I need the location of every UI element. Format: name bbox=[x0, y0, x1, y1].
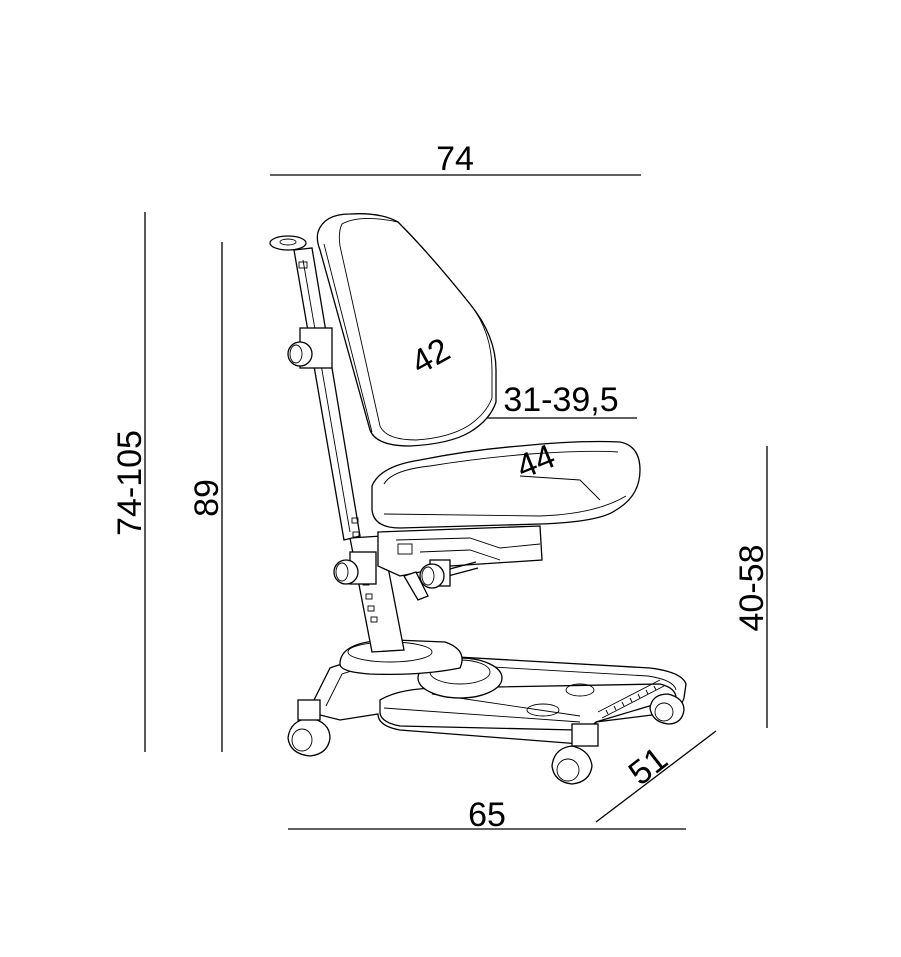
caster-mount-rear bbox=[297, 699, 321, 721]
backrest-shell bbox=[316, 213, 497, 447]
caster-front-left bbox=[551, 745, 593, 785]
back-height-knob-cap bbox=[289, 344, 303, 364]
overall-width-label: 74 bbox=[436, 140, 474, 178]
back-height-knob bbox=[287, 341, 313, 367]
base-ruler-scale bbox=[597, 679, 665, 719]
backrest-cushion bbox=[338, 218, 493, 441]
back-post-inner bbox=[302, 259, 351, 533]
base-length-label: 65 bbox=[468, 796, 506, 834]
seat-height-knob-cap bbox=[335, 562, 349, 582]
seat-depth-knob bbox=[419, 563, 445, 589]
seat-mechanism-detail bbox=[395, 537, 541, 561]
seat-height-label: 40-58 bbox=[733, 545, 771, 632]
seat-mechanism bbox=[377, 525, 543, 577]
height-marks-upper bbox=[351, 517, 360, 538]
caster-front-right bbox=[649, 693, 685, 725]
backrest-height-label: 89 bbox=[188, 479, 226, 517]
seat-lever bbox=[445, 561, 479, 577]
seat-bracket bbox=[403, 571, 429, 601]
seat-cushion-top bbox=[383, 450, 619, 485]
seat-depth-label: 31-39,5 bbox=[503, 381, 618, 419]
seat-fabric-seam bbox=[519, 475, 601, 501]
seat-height-knob bbox=[333, 559, 359, 585]
back-post-top-hole bbox=[279, 238, 297, 246]
back-post-tag bbox=[298, 261, 308, 269]
back-post-top-cap bbox=[269, 235, 307, 251]
base-width-line bbox=[595, 730, 717, 823]
seat-cushion bbox=[371, 440, 641, 529]
seat-mechanism-block bbox=[397, 543, 413, 555]
base-grip-oval-2 bbox=[526, 703, 560, 717]
caster-rear-left bbox=[287, 717, 331, 757]
dimension-labels: 74 74-105 89 42 31-39,5 44 40-58 65 51 bbox=[111, 140, 771, 834]
base-grip-oval-1 bbox=[565, 683, 595, 697]
back-post bbox=[293, 247, 361, 541]
dimension-lines bbox=[144, 174, 768, 830]
caster-mount-front bbox=[571, 723, 599, 747]
backrest-edge bbox=[323, 243, 373, 433]
seat-depth-knob-cap bbox=[421, 566, 435, 586]
seat-cushion-underside bbox=[383, 495, 627, 517]
total-height-label: 74-105 bbox=[111, 430, 149, 536]
chair-drawing bbox=[269, 213, 687, 785]
base-width-label: 51 bbox=[622, 740, 675, 793]
column-base-disc bbox=[339, 639, 463, 676]
base-footplate bbox=[379, 683, 677, 731]
base-footplate-edge bbox=[383, 707, 581, 723]
base-ruler-ticks bbox=[605, 685, 657, 715]
